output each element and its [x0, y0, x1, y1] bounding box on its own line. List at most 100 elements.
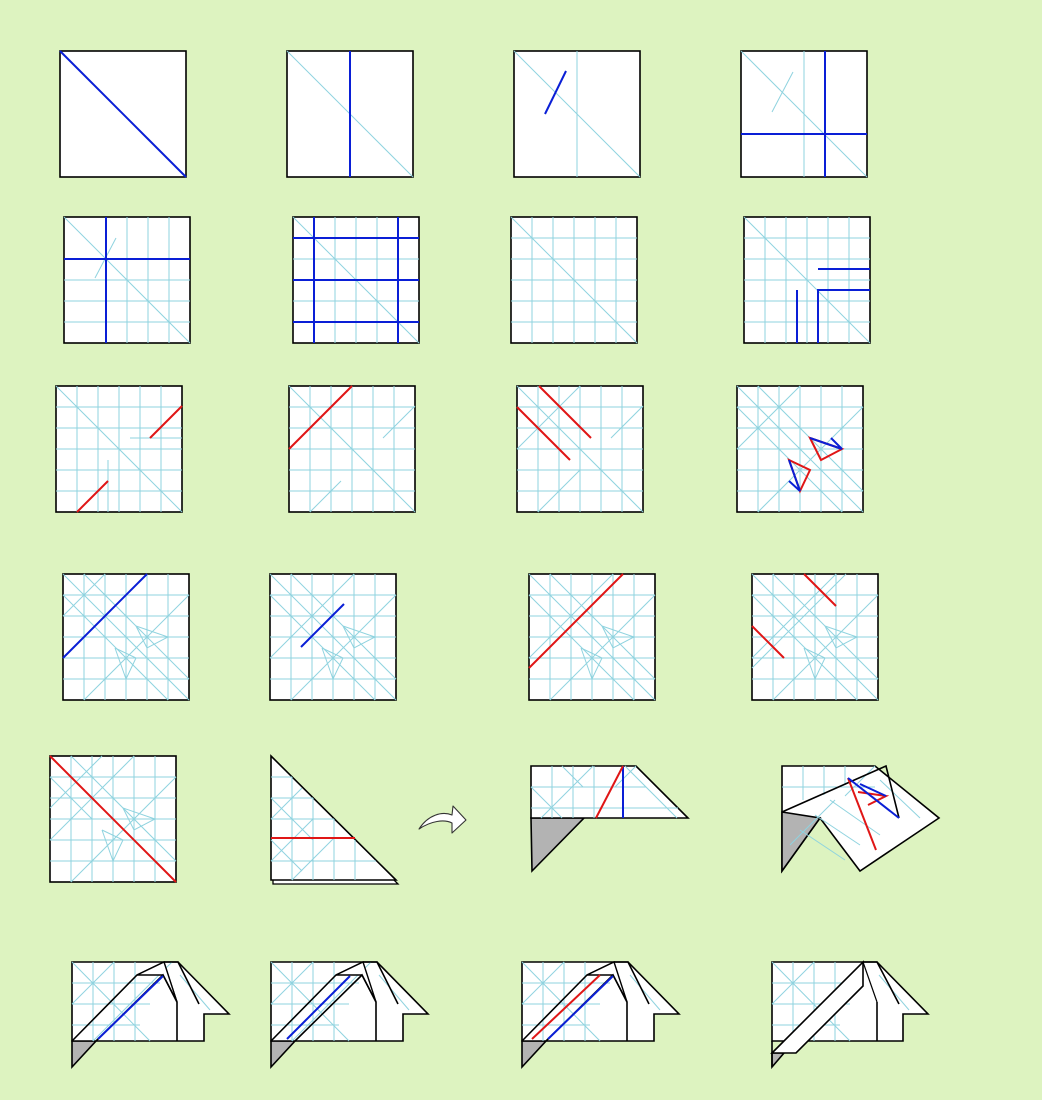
- step-15: [528, 573, 656, 701]
- paper-outline: [847, 777, 900, 819]
- paper-outline: [135, 625, 170, 649]
- turn-over-arrow-icon: [418, 805, 467, 834]
- step-5: [63, 216, 191, 344]
- paper-outline: [83, 594, 190, 701]
- paper-outline: [290, 594, 397, 701]
- paper-outline: [601, 625, 636, 649]
- paper-outline: [378, 974, 410, 1011]
- valley-fold-line: [809, 437, 843, 450]
- paper-outline: [803, 573, 837, 607]
- paper-outline: [862, 961, 878, 1003]
- paper-outline: [751, 573, 837, 659]
- valley-fold-line: [788, 459, 801, 492]
- paper-outline: [537, 469, 581, 513]
- paper-outline: [781, 764, 900, 819]
- crease-line: [771, 71, 794, 113]
- paper-outline: [270, 961, 314, 1005]
- step-3: [513, 50, 641, 178]
- mountain-fold-line: [595, 765, 624, 819]
- paper-outline: [751, 573, 847, 669]
- paper-outline: [101, 829, 124, 863]
- paper-outline: [516, 406, 571, 461]
- paper-outline: [814, 814, 861, 846]
- paper-outline: [62, 573, 106, 617]
- step-4: [740, 50, 868, 178]
- step-12: [736, 385, 864, 513]
- paper-outline: [270, 797, 314, 841]
- valley-fold-line: [286, 975, 351, 1040]
- paper-outline: [114, 647, 137, 681]
- mountain-fold-line: [528, 573, 624, 669]
- step-17: [49, 755, 177, 883]
- paper-outline: [751, 594, 858, 701]
- paper-outline: [342, 625, 377, 649]
- paper-outline: [829, 799, 881, 836]
- valley-fold-line: [547, 975, 614, 1040]
- paper-outline: [757, 406, 864, 513]
- paper-outline: [528, 573, 656, 701]
- step-18: [270, 754, 400, 885]
- paper-outline: [540, 765, 594, 819]
- paper-outline: [321, 647, 344, 681]
- paper-outline: [49, 776, 93, 820]
- step-20: [781, 764, 941, 874]
- paper-outline: [269, 573, 397, 701]
- paper-outline: [76, 480, 109, 513]
- paper-outline: [863, 961, 900, 1005]
- paper-outline: [521, 961, 565, 1005]
- paper-outline: [824, 625, 859, 649]
- valley-fold-line: [544, 70, 567, 115]
- paper-outline: [781, 811, 822, 874]
- paper-outline: [549, 594, 656, 701]
- paper-outline: [270, 787, 303, 820]
- step-24: [770, 960, 930, 1070]
- paper-outline: [270, 839, 303, 872]
- step-19: [530, 765, 690, 873]
- paper-outline: [817, 289, 870, 343]
- paper-outline: [122, 807, 157, 831]
- valley-fold-line: [62, 573, 148, 659]
- paper-outline: [624, 765, 678, 819]
- paper-outline: [309, 480, 342, 513]
- valley-fold-line: [97, 975, 164, 1040]
- valley-fold-line: [300, 603, 345, 648]
- step-21: [71, 961, 231, 1070]
- step-2: [286, 50, 414, 178]
- paper-outline: [610, 405, 644, 439]
- step-9: [55, 385, 183, 513]
- step-1: [59, 50, 187, 178]
- paper-outline: [859, 783, 887, 797]
- mountain-fold-line: [288, 385, 353, 450]
- paper-outline: [751, 573, 879, 701]
- paper-outline: [847, 777, 877, 851]
- step-13: [62, 573, 190, 701]
- paper-outline: [71, 961, 115, 1005]
- paper-outline: [771, 961, 815, 1005]
- step-7: [510, 216, 638, 344]
- paper-outline: [614, 765, 637, 788]
- paper-outline: [629, 974, 661, 1011]
- step-16: [751, 573, 879, 701]
- paper-outline: [879, 779, 921, 819]
- paper-outline: [291, 837, 335, 881]
- paper-outline: [751, 625, 785, 659]
- step-10: [288, 385, 416, 513]
- paper-outline: [528, 573, 614, 659]
- step-14: [269, 573, 397, 701]
- step-11: [516, 385, 644, 513]
- step-6: [292, 216, 420, 344]
- valley-fold-line: [59, 50, 187, 178]
- paper-outline: [149, 405, 183, 439]
- paper-outline: [294, 973, 377, 1042]
- paper-outline: [878, 974, 910, 1011]
- paper-outline: [516, 385, 581, 450]
- mountain-fold-line: [531, 974, 601, 1040]
- paper-outline: [789, 799, 836, 846]
- paper-outline: [269, 573, 355, 659]
- step-23: [521, 961, 681, 1070]
- paper-outline: [269, 594, 376, 701]
- paper-outline: [530, 786, 563, 819]
